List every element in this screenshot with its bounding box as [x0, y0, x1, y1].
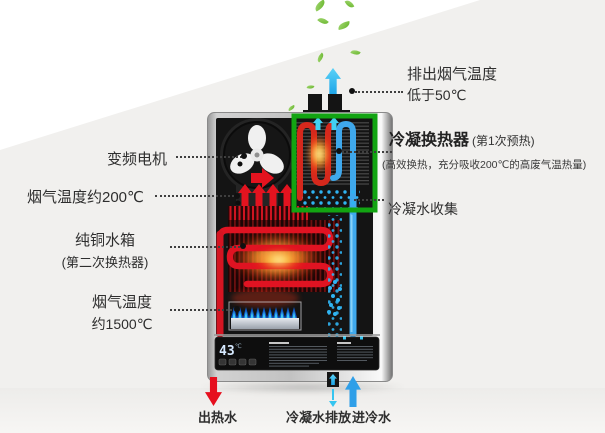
- connector-dot: [240, 243, 246, 249]
- condensate-drain-arrow: [332, 389, 334, 400]
- exhaust-up-arrow: [325, 68, 341, 94]
- condenser-cold-coil: [330, 120, 356, 215]
- label-motor: 变频电机: [107, 151, 168, 168]
- leaf-icon: [287, 104, 296, 112]
- fan-assembly: [220, 118, 294, 210]
- label-tank-sub: (第二次换热器): [61, 255, 149, 270]
- temperature-display: 43: [219, 344, 235, 359]
- control-panel: 43 ℃: [214, 336, 380, 371]
- highlight-box: [291, 113, 378, 213]
- temperature-unit: ℃: [235, 343, 242, 350]
- condensate-droplets: [327, 215, 342, 337]
- connector-dot: [234, 306, 240, 312]
- panel-indicator-icon: [343, 336, 346, 340]
- connector-line: [355, 91, 403, 93]
- connector-line: [176, 156, 246, 158]
- burner: [228, 289, 302, 331]
- connector-line: [170, 246, 244, 248]
- label-condenser-title: 冷凝换热器: [389, 132, 470, 149]
- flue-pipe: [308, 94, 322, 113]
- condensate-drain-arrowhead: [329, 401, 337, 407]
- label-flue-1500-title: 烟气温度: [91, 294, 152, 311]
- label-exhaust-temp: 排出烟气温度: [407, 66, 498, 83]
- label-condensate-collect: 冷凝水收集: [388, 201, 458, 217]
- condenser-hot-coil: [297, 121, 336, 201]
- fin-strip-lines: [228, 206, 310, 220]
- panel-indicator-icon: [360, 336, 363, 340]
- condensate-collection: [302, 190, 360, 208]
- label-flue-1500-sub: 约1500℃: [91, 316, 153, 332]
- condensing-heat-exchanger: [291, 113, 378, 215]
- leaf-icon: [350, 48, 361, 57]
- label-tank-title: 纯铜水箱: [74, 232, 135, 249]
- label-condenser: 冷凝换热器(第1次预热): [389, 126, 535, 150]
- connector-line: [354, 199, 384, 201]
- leaf-icon: [306, 84, 315, 90]
- floor: [0, 388, 605, 433]
- flue-pipe: [328, 94, 342, 113]
- label-condenser-stage: (第1次预热): [472, 134, 535, 148]
- panel-text-block: [269, 342, 327, 367]
- label-flue-200: 烟气温度约200℃: [27, 189, 144, 206]
- connector-dot: [241, 153, 247, 159]
- panel-buttons[interactable]: [218, 358, 257, 366]
- heat-flow-arrow: [251, 168, 274, 188]
- burner-flame-tips: [232, 311, 296, 318]
- connector-line: [170, 309, 240, 311]
- label-flue-1500: 烟气温度 约1500℃: [72, 291, 172, 334]
- connector-line: [342, 151, 392, 153]
- copper-tank: [216, 220, 340, 338]
- connector-line: [155, 195, 238, 197]
- label-cold-in: 进冷水: [352, 410, 392, 425]
- connector-dot: [234, 193, 240, 199]
- connector-dot: [349, 88, 355, 94]
- label-condensate-drain: 冷凝水排放: [286, 410, 352, 425]
- label-exhaust-temp-sub: 低于50℃: [407, 87, 467, 103]
- water-heater-unit: 43 ℃: [207, 112, 393, 382]
- leaf-icon: [315, 52, 326, 63]
- condensate-port-arrow: [329, 374, 337, 385]
- panel-seam: [214, 334, 380, 336]
- label-tank: 纯铜水箱 (第二次换热器): [40, 229, 170, 271]
- label-condenser-note: (高效换热，充分吸收200℃的高废气温热量): [382, 159, 587, 171]
- panel-text-block: [337, 342, 373, 361]
- unit-shadow: [200, 380, 405, 394]
- label-hot-out: 出热水: [198, 410, 238, 425]
- connector-dot: [336, 148, 342, 154]
